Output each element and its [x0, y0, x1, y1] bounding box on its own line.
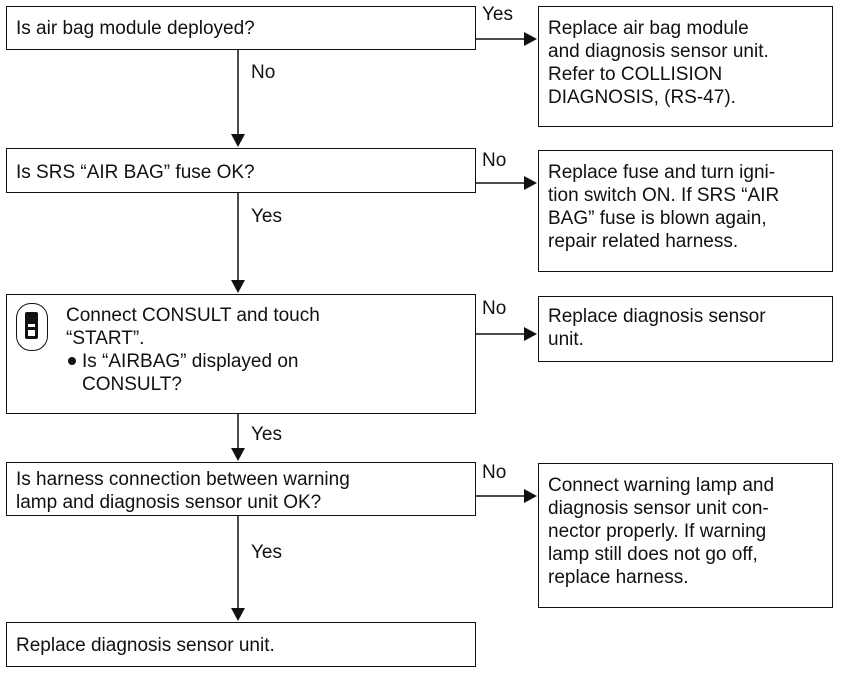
action-text: and diagnosis sensor unit. [548, 41, 769, 62]
final-box: Replace diagnosis sensor unit. [6, 622, 476, 667]
decision-text: Is SRS “AIR BAG” fuse OK? [16, 162, 255, 183]
branch-label-no: No [482, 462, 507, 483]
bullet-text: CONSULT? [82, 374, 182, 395]
bullet-text: Is “AIRBAG” displayed on [82, 351, 299, 372]
branch-label-yes: Yes [251, 206, 282, 227]
action-text: lamp still does not go off, [548, 544, 758, 565]
arrow-down-3 [231, 448, 245, 461]
decision-text: “START”. [66, 328, 145, 349]
decision-text: Connect CONSULT and touch [66, 305, 320, 326]
action-box-replace-sensor: Replace diagnosis sensor unit. [538, 296, 833, 362]
arrow-right-1 [524, 32, 537, 46]
action-text: BAG” fuse is blown again, [548, 208, 767, 229]
branch-label-no: No [482, 150, 507, 171]
action-text: Replace air bag module [548, 18, 749, 39]
action-box-replace-fuse: Replace fuse and turn igni- tion switch … [538, 150, 833, 272]
branch-label-yes: Yes [251, 424, 282, 445]
arrow-right-4 [524, 489, 537, 503]
branch-label-yes: Yes [482, 4, 513, 25]
action-text: diagnosis sensor unit con- [548, 498, 769, 519]
action-text: unit. [548, 329, 584, 350]
arrow-down-1 [231, 134, 245, 147]
final-text: Replace diagnosis sensor unit. [16, 635, 275, 656]
bullet-item: Is “AIRBAG” displayed on CONSULT? [66, 350, 320, 396]
bullet-icon [66, 350, 82, 396]
decision-box-consult: Connect CONSULT and touch “START”. Is “A… [6, 294, 476, 414]
branch-label-no: No [482, 298, 507, 319]
action-text: Replace fuse and turn igni- [548, 162, 776, 183]
decision-text: Is harness connection between warning [16, 469, 350, 490]
action-text: Refer to COLLISION [548, 64, 723, 85]
action-text: repair related harness. [548, 231, 739, 252]
action-text: DIAGNOSIS, (RS-47). [548, 87, 736, 108]
decision-box-airbag-deployed: Is air bag module deployed? [6, 6, 476, 50]
decision-box-fuse: Is SRS “AIR BAG” fuse OK? [6, 148, 476, 193]
decision-box-harness: Is harness connection between warning la… [6, 462, 476, 516]
action-text: Replace diagnosis sensor [548, 306, 766, 327]
branch-label-no: No [251, 62, 276, 83]
consult-tester-icon [16, 303, 48, 351]
decision-text: Is air bag module deployed? [16, 18, 255, 39]
action-text: replace harness. [548, 567, 689, 588]
action-box-replace-module: Replace air bag module and diagnosis sen… [538, 6, 833, 127]
arrow-down-4 [231, 608, 245, 621]
action-text: tion switch ON. If SRS “AIR [548, 185, 780, 206]
action-text: nector properly. If warning [548, 521, 767, 542]
arrow-down-2 [231, 280, 245, 293]
branch-label-yes: Yes [251, 542, 282, 563]
arrow-right-2 [524, 176, 537, 190]
decision-text: lamp and diagnosis sensor unit OK? [16, 492, 322, 513]
action-box-connect-lamp: Connect warning lamp and diagnosis senso… [538, 463, 833, 608]
action-text: Connect warning lamp and [548, 475, 775, 496]
arrow-right-3 [524, 327, 537, 341]
